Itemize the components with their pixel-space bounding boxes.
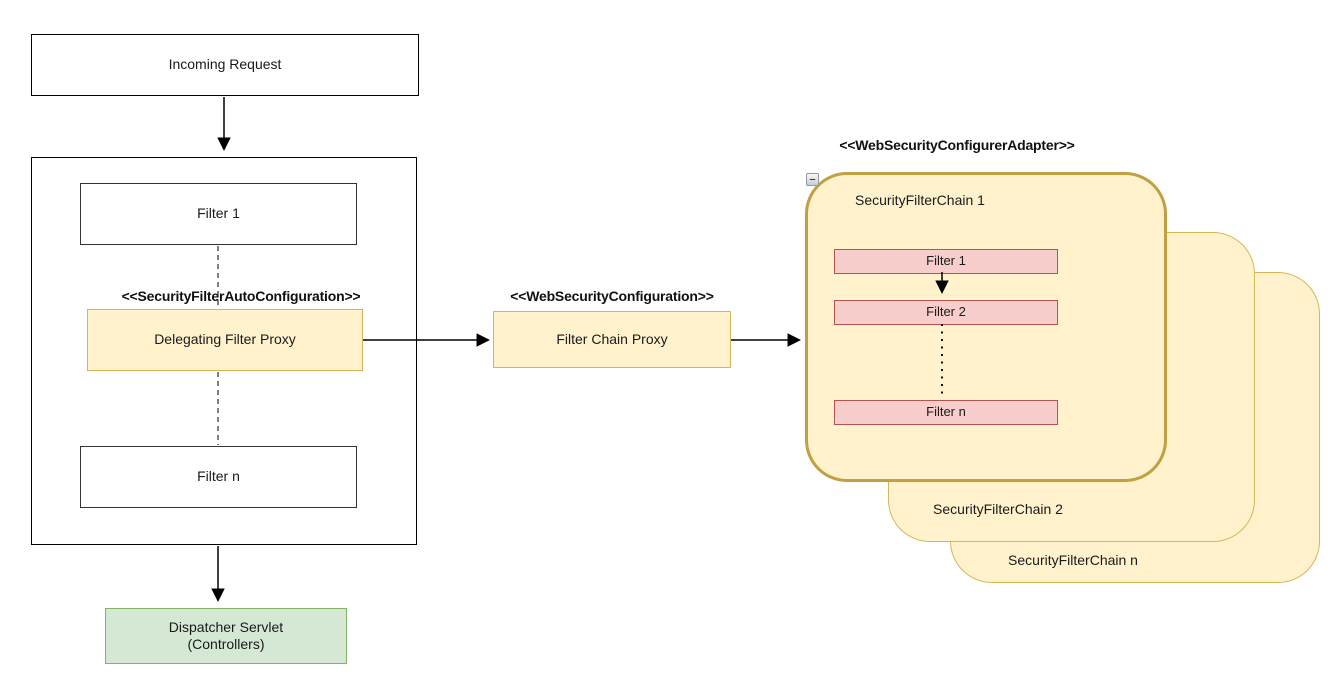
servlet-filter-1-node: Filter 1 — [80, 183, 357, 245]
chain-filter-2-node: Filter 2 — [834, 300, 1058, 325]
collapse-icon-glyph: − — [809, 173, 816, 186]
web-security-configuration-stereotype: <<WebSecurityConfiguration>> — [510, 288, 714, 304]
web-security-configurer-adapter-stereotype: <<WebSecurityConfigurerAdapter>> — [839, 137, 1075, 153]
incoming-request-node: Incoming Request — [31, 34, 419, 96]
security-filter-auto-configuration-stereotype: <<SecurityFilterAutoConfiguration>> — [121, 288, 361, 304]
dispatcher-servlet-label-line2: (Controllers) — [187, 636, 265, 652]
chain-filter-n-node: Filter n — [834, 400, 1058, 425]
incoming-request-label: Incoming Request — [168, 56, 282, 73]
servlet-filter-n-node: Filter n — [80, 446, 357, 508]
filter-chain-proxy-node: Filter Chain Proxy — [493, 311, 731, 368]
security-filter-chain-n-label: SecurityFilterChain n — [1008, 552, 1138, 568]
delegating-filter-proxy-label: Delegating Filter Proxy — [154, 331, 296, 348]
delegating-filter-proxy-node: Delegating Filter Proxy — [87, 309, 363, 371]
servlet-filter-1-label: Filter 1 — [197, 205, 240, 222]
dispatcher-servlet-node: Dispatcher Servlet (Controllers) — [105, 608, 347, 664]
security-filter-chain-1-card: SecurityFilterChain 1 Filter 1 Filter 2 … — [805, 172, 1167, 482]
chain-filter-1-label: Filter 1 — [926, 253, 966, 269]
security-filter-chain-2-label: SecurityFilterChain 2 — [933, 501, 1063, 517]
dispatcher-servlet-label-line1: Dispatcher Servlet — [168, 618, 284, 635]
filter-chain-proxy-label: Filter Chain Proxy — [556, 330, 668, 347]
servlet-filter-n-label: Filter n — [197, 468, 240, 485]
chain-filter-2-label: Filter 2 — [926, 304, 966, 320]
security-filter-chain-1-label: SecurityFilterChain 1 — [855, 192, 985, 208]
chain-filter-1-node: Filter 1 — [834, 249, 1058, 274]
chain-filter-n-label: Filter n — [926, 404, 966, 420]
collapse-icon[interactable]: − — [806, 173, 819, 186]
